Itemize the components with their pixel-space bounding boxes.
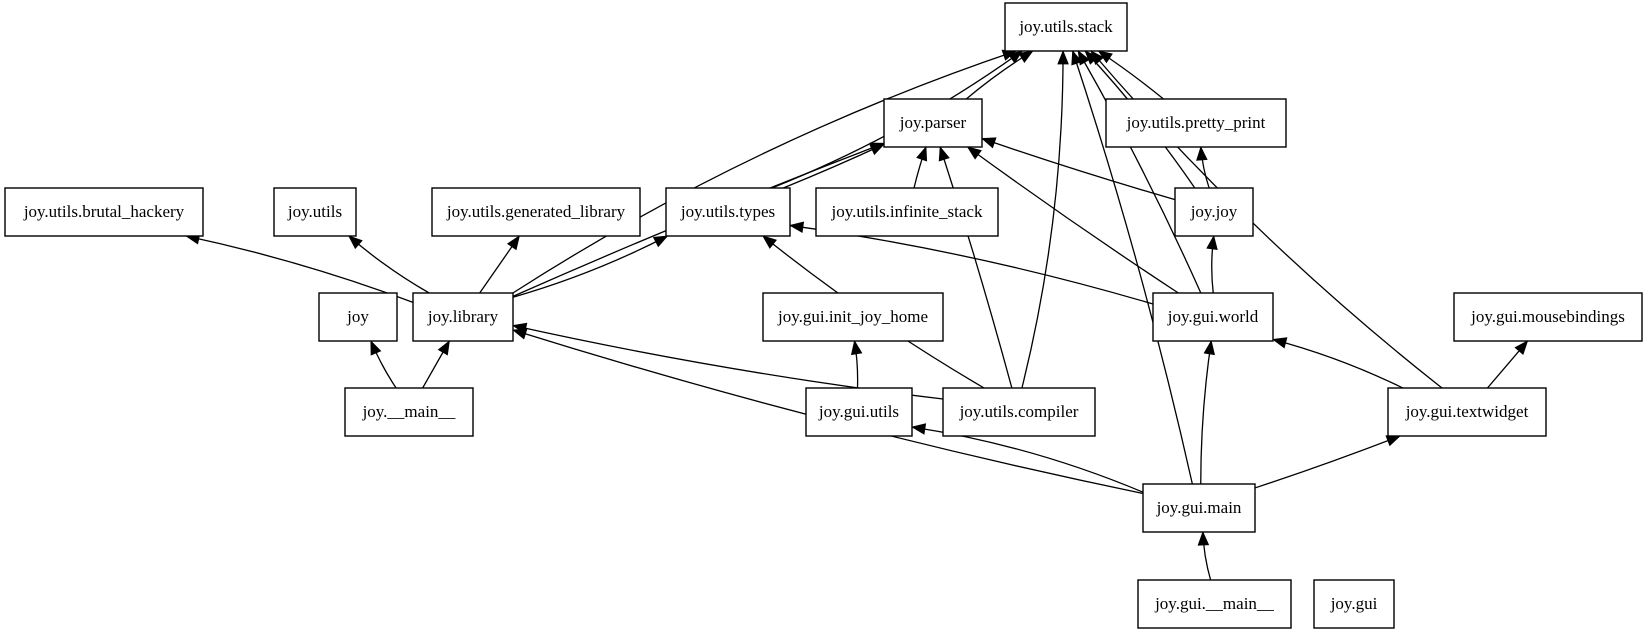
edge-joy-gui-world-to-joy-joy [1206, 234, 1218, 294]
edge-joy-utils-infinite-stack-to-joy-parser [913, 145, 928, 189]
node-joy[interactable]: joy [318, 292, 398, 342]
node-joy-gui-mousebindings[interactable]: joy.gui.mousebindings [1453, 292, 1643, 342]
node-joy-gui-main[interactable]: joy.gui.__main__ [1137, 579, 1292, 629]
edge-joy-gui-world-to-joy-parser [966, 146, 1179, 294]
node-box[interactable] [1174, 187, 1254, 237]
edge-joy-utils-pretty-print-to-joy-utils-stack [1097, 50, 1164, 100]
edge-joy-utils-compiler-to-joy-parser [938, 145, 1013, 389]
edge-joy-gui-main-to-joy-utils-stack [1071, 49, 1193, 485]
node-box[interactable] [1387, 387, 1547, 437]
node-joy-gui-textwidget[interactable]: joy.gui.textwidget [1387, 387, 1547, 437]
node-box[interactable] [344, 387, 474, 437]
node-joy-utils-brutal-hackery[interactable]: joy.utils.brutal_hackery [4, 187, 204, 237]
node-box[interactable] [805, 387, 913, 437]
node-joy-joy[interactable]: joy.joy [1174, 187, 1254, 237]
edges-layer [185, 49, 1529, 581]
node-box[interactable] [1137, 579, 1292, 629]
node-box[interactable] [273, 187, 357, 237]
edge-joy-joy-to-joy-utils-pretty-print [1196, 145, 1210, 189]
node-box[interactable] [1453, 292, 1643, 342]
node-joy-gui-main[interactable]: joy.gui.main [1142, 483, 1256, 533]
node-joy-utils-compiler[interactable]: joy.utils.compiler [942, 387, 1096, 437]
node-box[interactable] [1004, 2, 1128, 52]
edge-joy-gui-textwidget-to-joy-gui-mousebindings [1486, 340, 1529, 389]
node-joy-utils-types[interactable]: joy.utils.types [665, 187, 791, 237]
node-joy-parser[interactable]: joy.parser [883, 98, 983, 148]
edge-joy-utils-compiler-to-joy-utils-stack [1021, 49, 1069, 389]
edge-joy-gui-textwidget-to-joy-gui-world [1271, 337, 1404, 389]
node-joy-utils[interactable]: joy.utils [273, 187, 357, 237]
edge-joy-gui-main-to-joy-gui-textwidget [1254, 435, 1402, 489]
edge-joy-library-to-joy-utils-types [512, 235, 669, 298]
edge-joy-main-to-joy [370, 340, 397, 389]
edge-joy-gui-world-to-joy-utils-stack [1077, 50, 1202, 294]
edge-joy-gui-utils-to-joy-gui-init-joy-home [850, 339, 863, 389]
node-box[interactable] [318, 292, 398, 342]
node-box[interactable] [942, 387, 1096, 437]
node-box[interactable] [665, 187, 791, 237]
node-joy-library[interactable]: joy.library [412, 292, 514, 342]
node-box[interactable] [815, 187, 999, 237]
node-joy-main[interactable]: joy.__main__ [344, 387, 474, 437]
node-box[interactable] [412, 292, 514, 342]
edge-joy-main-to-joy-library [422, 340, 450, 389]
edge-joy-gui-main-to-joy-gui-world [1200, 339, 1216, 485]
edge-joy-library-to-joy-utils-brutal-hackery [185, 233, 414, 303]
node-joy-utils-pretty-print[interactable]: joy.utils.pretty_print [1105, 98, 1287, 148]
edge-joy-parser-to-joy-utils-stack [965, 50, 1034, 100]
node-joy-gui-world[interactable]: joy.gui.world [1152, 292, 1274, 342]
node-box[interactable] [1152, 292, 1274, 342]
edge-joy-library-to-joy-utils [348, 235, 430, 294]
node-box[interactable] [431, 187, 641, 237]
node-joy-gui-init-joy-home[interactable]: joy.gui.init_joy_home [762, 292, 944, 342]
edge-joy-gui-main-to-joy-gui-utils [910, 423, 1144, 493]
node-joy-gui[interactable]: joy.gui [1313, 579, 1395, 629]
node-box[interactable] [762, 292, 944, 342]
edge-joy-library-to-joy-utils-generated-library [479, 235, 520, 294]
node-joy-utils-infinite-stack[interactable]: joy.utils.infinite_stack [815, 187, 999, 237]
nodes-layer: joy.utils.stack joy.parser joy.utils.prett… [4, 2, 1643, 629]
node-box[interactable] [1142, 483, 1256, 533]
edge-joy-joy-to-joy-parser [980, 137, 1176, 201]
edge-joy-utils-types-to-joy-parser [783, 143, 885, 189]
node-box[interactable] [883, 98, 983, 148]
node-joy-utils-stack[interactable]: joy.utils.stack [1004, 2, 1128, 52]
edge-joy-library-to-joy-utils-stack [512, 49, 1018, 294]
edge-joy-gui-main-to-joy-gui-main [1197, 530, 1212, 581]
node-box[interactable] [4, 187, 204, 237]
node-joy-gui-utils[interactable]: joy.gui.utils [805, 387, 913, 437]
node-box[interactable] [1105, 98, 1287, 148]
node-box[interactable] [1313, 579, 1395, 629]
node-joy-utils-generated-library[interactable]: joy.utils.generated_library [431, 187, 641, 237]
